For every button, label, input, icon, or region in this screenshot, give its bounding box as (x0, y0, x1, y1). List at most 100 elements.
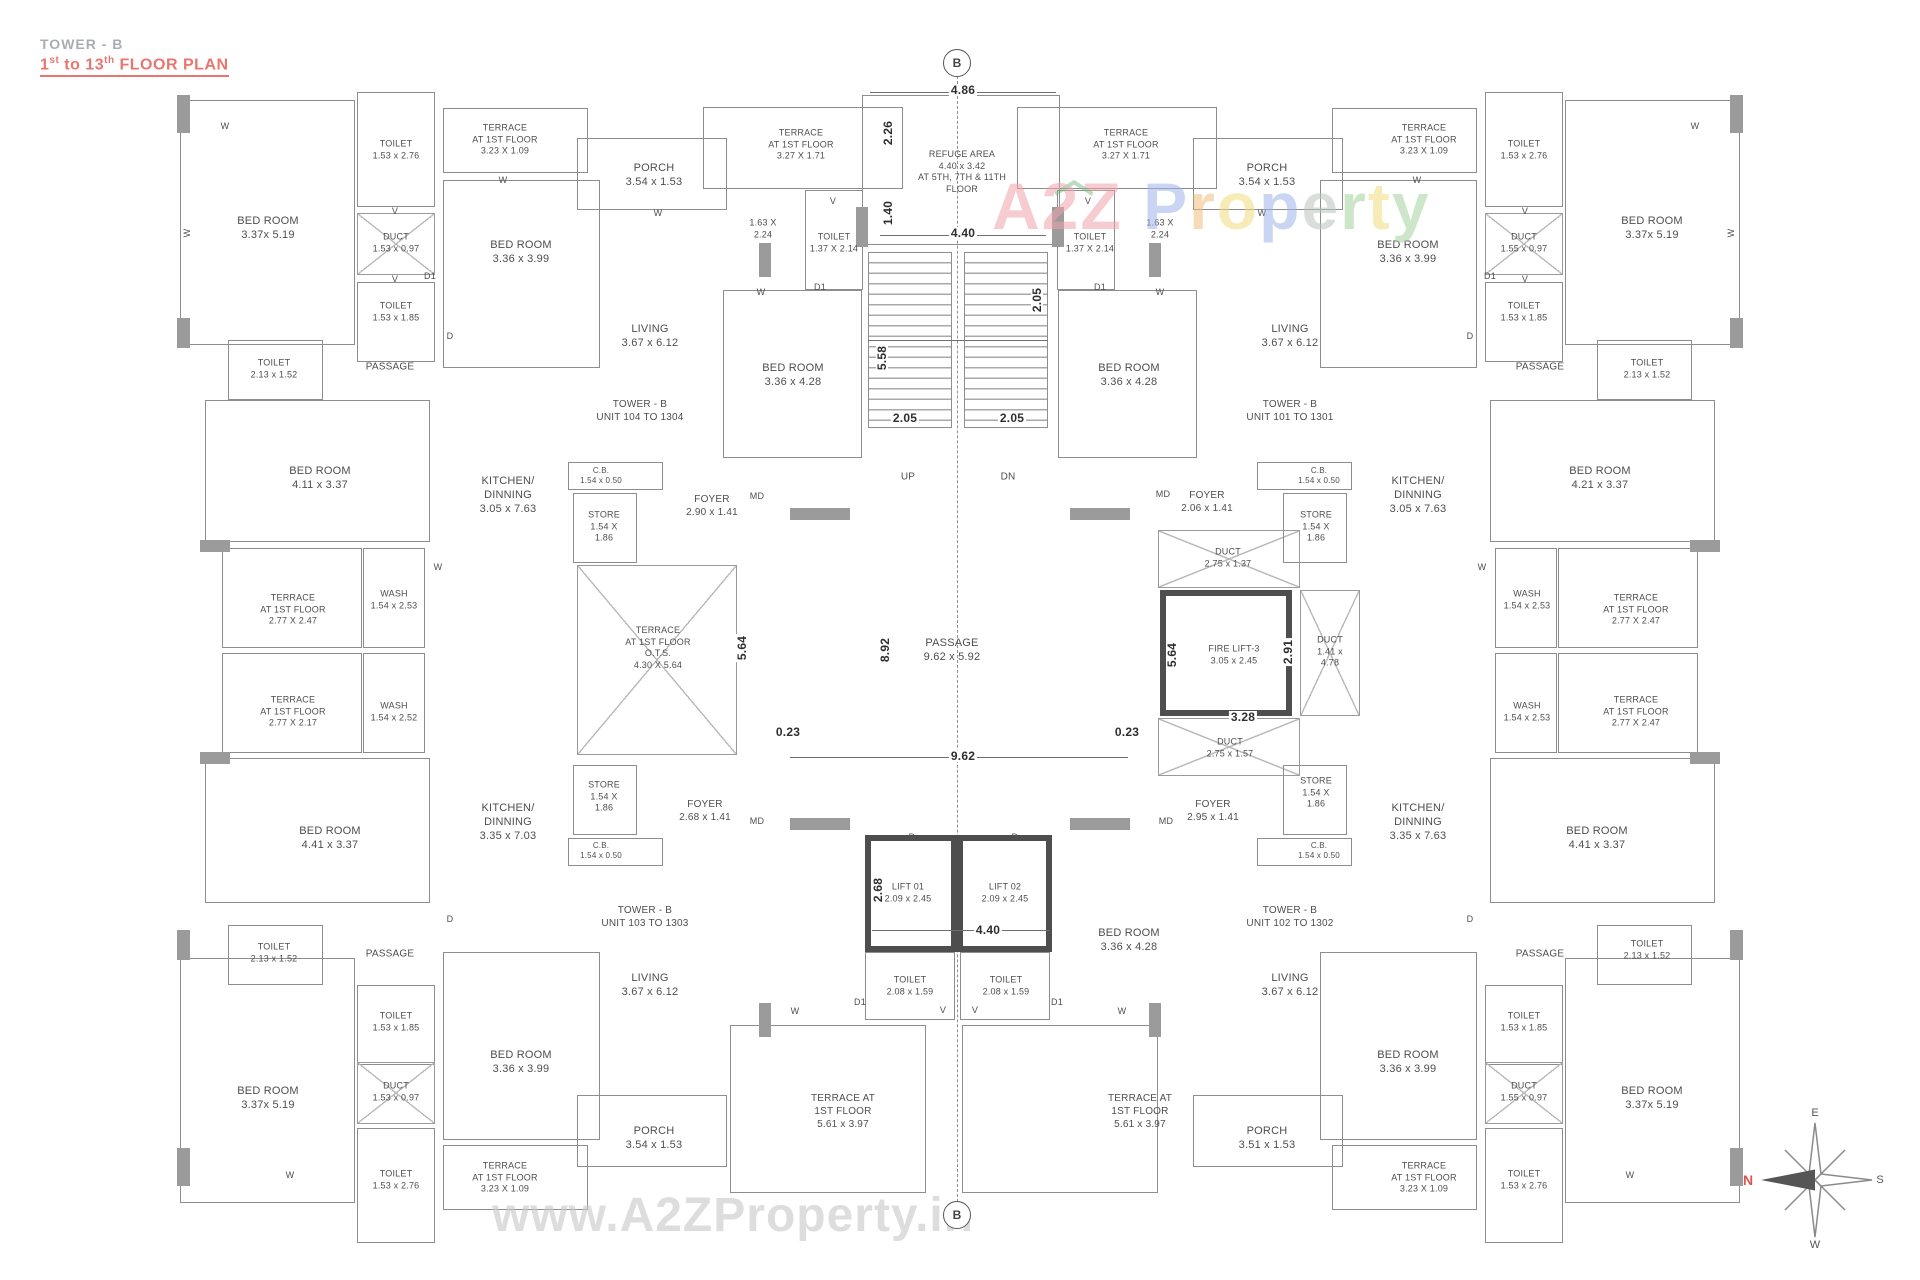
room-label: C.B. 1.54 x 0.50 (1298, 840, 1340, 860)
room-label: TERRACE AT 1ST FLOOR O.T.S. 4.30 X 5.64 (625, 624, 691, 670)
opening-tag-label: D (1466, 914, 1474, 925)
opening-tag-label: D1 (1484, 271, 1496, 282)
room-label: LIVING 3.67 x 6.12 (1261, 322, 1319, 349)
room-label: FOYER 2.68 x 1.41 (679, 799, 731, 823)
watermark-letter: o (1216, 169, 1260, 243)
room-label: LIVING 3.67 x 6.12 (1261, 971, 1319, 998)
lift-core-wall (957, 835, 1052, 952)
room-label: BED ROOM 3.36 x 3.99 (490, 1048, 552, 1075)
room-label: PASSAGE 9.62 x 5.92 (923, 636, 981, 663)
room-outline (1283, 493, 1347, 563)
wall-accent (1730, 95, 1743, 133)
room-outline (357, 92, 435, 207)
wall-accent (1690, 540, 1720, 552)
wall-accent (790, 818, 850, 830)
room-label: TOILET 2.08 x 1.59 (886, 974, 934, 996)
room-label: TOILET 2.13 x 1.52 (1623, 357, 1671, 379)
room-label: TERRACE AT 1ST FLOOR 5.61 x 3.97 (1107, 1092, 1173, 1130)
room-outline (363, 548, 425, 648)
room-outline (1193, 138, 1343, 210)
room-label: TERRACE AT 1ST FLOOR 3.23 X 1.09 (472, 122, 538, 156)
room-outline (1597, 925, 1692, 985)
room-label: TERRACE AT 1ST FLOOR 2.77 X 2.47 (1603, 592, 1669, 626)
room-label: BED ROOM 3.36 x 4.28 (1098, 361, 1160, 388)
room-outline (960, 952, 1050, 1020)
watermark-letter: y (1391, 169, 1431, 243)
wall-accent (759, 1003, 771, 1037)
room-label: TOILET 1.53 x 2.76 (1500, 138, 1548, 160)
opening-tag-label: D (1466, 331, 1474, 342)
dimension-label: 8.92 (878, 635, 892, 665)
room-label: TOILET 2.08 x 1.59 (982, 974, 1030, 996)
dimension-label: 5.64 (1165, 640, 1179, 670)
duct-box (1485, 213, 1563, 275)
room-label: TERRACE AT 1ST FLOOR 3.23 X 1.09 (1391, 122, 1457, 156)
room-outline (1485, 92, 1563, 207)
site-url-watermark: www.A2ZProperty.in (492, 1189, 975, 1242)
room-label: WASH 1.54 x 2.52 (370, 700, 418, 722)
room-label: BED ROOM 3.37x 5.19 (237, 214, 299, 241)
watermark-letter: r (1189, 169, 1217, 243)
room-outline (1320, 180, 1477, 368)
watermark-letter: p (1259, 169, 1302, 243)
room-outline (357, 1128, 435, 1243)
room-outline (222, 548, 362, 648)
wall-accent (1149, 243, 1161, 277)
room-label: TERRACE AT 1ST FLOOR 5.61 x 3.97 (810, 1092, 876, 1130)
opening-tag-label: DN (1000, 471, 1016, 483)
compass-south-label: S (1876, 1174, 1884, 1186)
room-label: TOILET 1.53 x 2.76 (372, 1168, 420, 1190)
room-outline (703, 107, 903, 189)
opening-tag-label: W (1726, 228, 1737, 238)
room-label: KITCHEN/ DINNING 3.05 x 7.63 (1389, 474, 1447, 516)
dimension-label: 2.91 (1281, 637, 1295, 667)
room-outline (865, 952, 955, 1020)
dimension-label: 5.64 (735, 633, 749, 663)
room-label: C.B. 1.54 x 0.50 (580, 465, 622, 485)
opening-tag-label: W (182, 228, 193, 238)
compass-rose: N E S W (1740, 1105, 1890, 1255)
dimension-label: 2.05 (997, 411, 1027, 425)
room-label: TERRACE AT 1ST FLOOR 2.77 X 2.47 (260, 592, 326, 626)
opening-tag-label: V (1521, 274, 1529, 285)
dimension-label: 4.86 (948, 83, 978, 97)
room-outline (1558, 548, 1698, 648)
room-label: TOWER - B UNIT 102 TO 1302 (1246, 905, 1334, 929)
room-label: DUCT 2.75 x 1.57 (1206, 736, 1254, 758)
wall-accent (200, 752, 230, 764)
duct-box (577, 565, 737, 755)
room-outline (1257, 838, 1352, 866)
opening-tag-label: UP (900, 471, 916, 483)
wall-accent (759, 243, 771, 277)
room-outline (443, 180, 600, 368)
watermark-letter: Z (1080, 169, 1123, 243)
room-label: LIVING 3.67 x 6.12 (621, 322, 679, 349)
room-label: STORE 1.54 X 1.86 (588, 509, 620, 543)
room-label: FOYER 2.90 x 1.41 (686, 494, 738, 518)
wall-accent (1149, 1003, 1161, 1037)
opening-tag-label: D (446, 331, 454, 342)
room-outline (1017, 107, 1217, 189)
opening-tag-label: W (1625, 1170, 1635, 1181)
room-outline (577, 138, 727, 210)
room-label: PASSAGE (365, 361, 415, 373)
opening-tag-label: W (1412, 175, 1422, 186)
room-label: WASH 1.54 x 2.53 (1503, 588, 1551, 610)
room-label: TOILET 1.37 X 2.14 (809, 231, 859, 253)
opening-tag-label: MD (749, 491, 765, 502)
room-outline (443, 952, 600, 1140)
dimension-label: 4.40 (948, 226, 978, 240)
room-label: BED ROOM 4.11 x 3.37 (289, 464, 351, 491)
tower-title: TOWER - B (40, 36, 124, 52)
room-outline (1490, 758, 1715, 903)
room-label: TERRACE AT 1ST FLOOR 2.77 X 2.17 (260, 694, 326, 728)
opening-tag-label: W (1257, 208, 1267, 219)
room-label: C.B. 1.54 x 0.50 (580, 840, 622, 860)
room-outline (1283, 765, 1347, 835)
opening-tag-label: V (1084, 196, 1092, 207)
room-label: BED ROOM 3.36 x 4.28 (762, 361, 824, 388)
room-label: PORCH 3.51 x 1.53 (1238, 1124, 1296, 1151)
room-label: BED ROOM 3.36 x 3.99 (1377, 1048, 1439, 1075)
watermark-letter: t (1367, 169, 1392, 243)
